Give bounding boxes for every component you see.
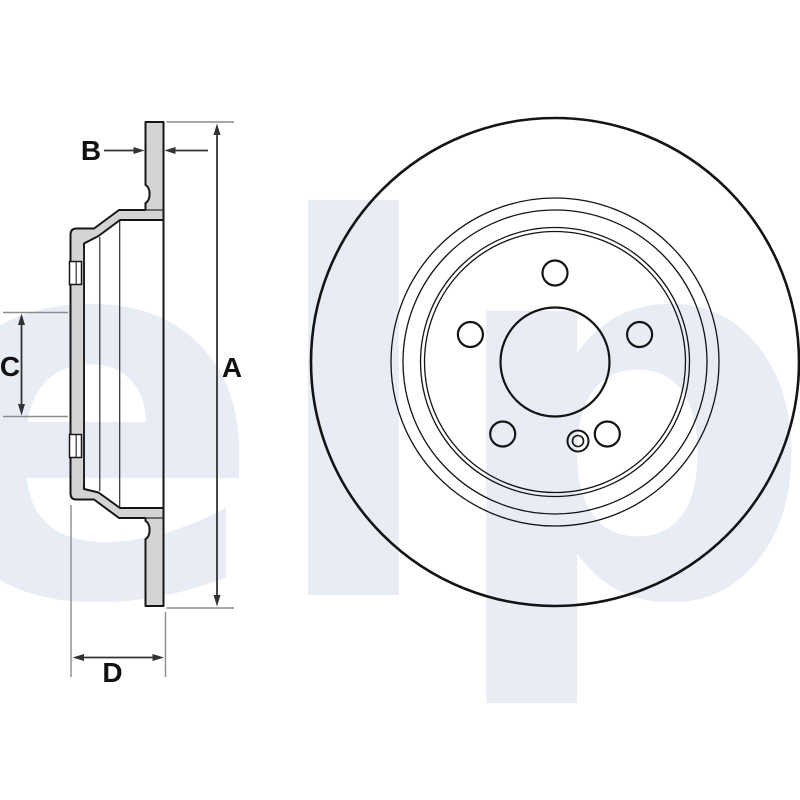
hub-step-circle-outer bbox=[419, 226, 691, 498]
locating-pin-hole-outer bbox=[566, 429, 590, 453]
bolt-hole-top bbox=[541, 259, 569, 287]
bolt-hole-upper-right bbox=[625, 320, 654, 349]
front-view bbox=[309, 116, 800, 608]
dim-label-c: C bbox=[0, 351, 20, 382]
section-view bbox=[68, 121, 165, 607]
bolt-hole-upper-left bbox=[456, 320, 484, 349]
dim-d-arrow-left bbox=[72, 654, 84, 661]
friction-band-inner-circle bbox=[390, 197, 720, 527]
stud-hole-lower bbox=[68, 433, 83, 459]
stud-hole-upper bbox=[68, 260, 83, 286]
disc-outer-circle bbox=[309, 116, 800, 608]
bolt-hole-lower-left bbox=[489, 420, 517, 448]
dim-label-a: A bbox=[222, 352, 242, 383]
dimensions: A B C D bbox=[0, 121, 242, 688]
dim-d-arrow-right bbox=[152, 654, 164, 661]
hub-step-circle-inner bbox=[423, 230, 687, 494]
locating-pin-hole-inner bbox=[571, 434, 585, 448]
dim-a-arrow-up bbox=[213, 123, 221, 135]
dim-label-d: D bbox=[102, 657, 122, 688]
dim-c-arrow-down bbox=[18, 404, 25, 416]
dim-c-arrow-up bbox=[18, 313, 25, 325]
dim-b-arrow-right bbox=[133, 147, 145, 154]
dim-label-b: B bbox=[81, 135, 101, 166]
dim-a-arrow-down bbox=[213, 595, 221, 607]
bolt-hole-lower-right bbox=[593, 420, 621, 448]
dim-b-arrow-left bbox=[164, 147, 176, 154]
center-bore-circle bbox=[499, 306, 611, 418]
hat-outer-circle bbox=[402, 209, 708, 515]
disc-section-profile bbox=[69, 121, 165, 607]
